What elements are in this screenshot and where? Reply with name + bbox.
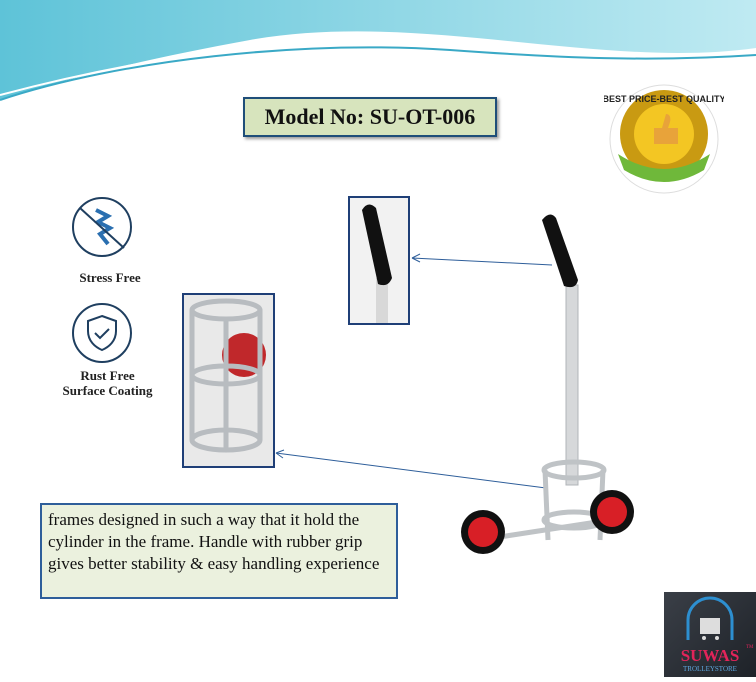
header-wave-decoration	[0, 0, 756, 101]
frame-image	[184, 295, 273, 466]
arrow-frame	[275, 452, 547, 489]
frame-closeup-inset	[182, 293, 275, 468]
feature-stress-free: Stress Free	[79, 270, 141, 285]
trademark-mark: TM	[746, 645, 754, 650]
badge-text: BEST PRICE-BEST QUALITY	[604, 94, 724, 104]
arrow-handle	[411, 257, 553, 266]
model-value: SU-OT-006	[369, 104, 476, 129]
cart-icon: SUWAS TROLLEYSTORE TM	[681, 596, 754, 673]
brand-tagline: TROLLEYSTORE	[683, 665, 737, 673]
handle-closeup-inset	[348, 196, 410, 325]
model-label: Model No:	[264, 104, 365, 129]
best-price-badge: BEST PRICE-BEST QUALITY	[604, 84, 724, 194]
brand-name: SUWAS	[681, 646, 740, 665]
handle-image	[350, 198, 408, 323]
model-number-box: Model No: SU-OT-006	[243, 97, 497, 137]
thumbs-up-icon	[654, 114, 678, 144]
rust-free-shield-icon	[72, 303, 132, 363]
brand-logo: SUWAS TROLLEYSTORE TM	[664, 592, 756, 677]
description-box: frames designed in such a way that it ho…	[40, 503, 398, 599]
stress-free-icon	[72, 197, 132, 257]
